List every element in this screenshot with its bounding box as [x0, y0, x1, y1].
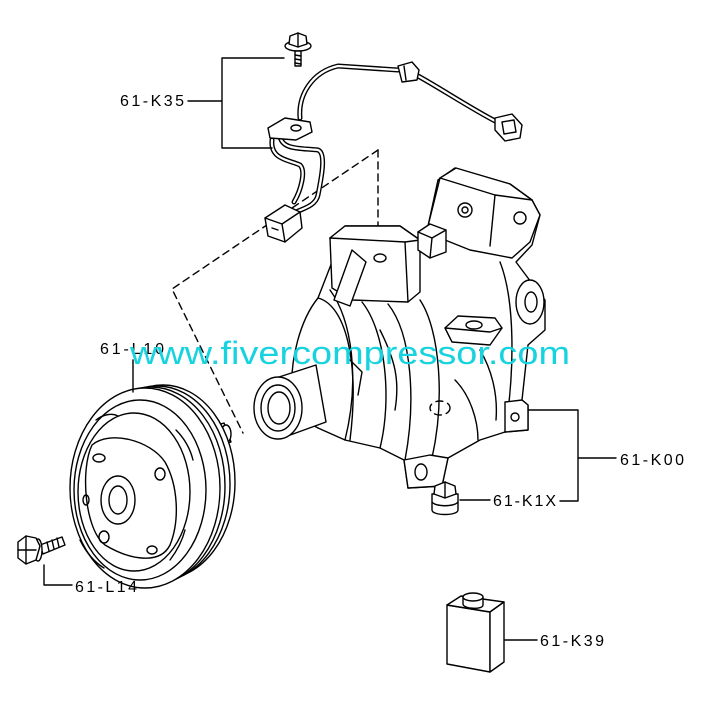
label-61-k1x: 61-K1X [493, 493, 556, 510]
label-61-k00: 61-K00 [620, 452, 684, 469]
drain-plug [431, 481, 459, 516]
clutch-pulley [69, 384, 236, 589]
label-61-k35: 61-K35 [120, 93, 184, 110]
label-61-l10: 61-L10 [100, 341, 164, 358]
compressor-body [253, 167, 546, 489]
watermark-text: www.fivercompressor.com [129, 335, 570, 371]
mounting-bolt-top [284, 32, 312, 67]
clutch-bolt [17, 535, 66, 565]
label-61-k39: 61-K39 [540, 633, 604, 650]
wiring-harness [297, 61, 523, 142]
pipe-bracket-assembly [264, 117, 326, 243]
leader-lines [43, 57, 617, 641]
label-61-l14: 61-L14 [75, 579, 137, 596]
oil-bottle [446, 592, 505, 673]
